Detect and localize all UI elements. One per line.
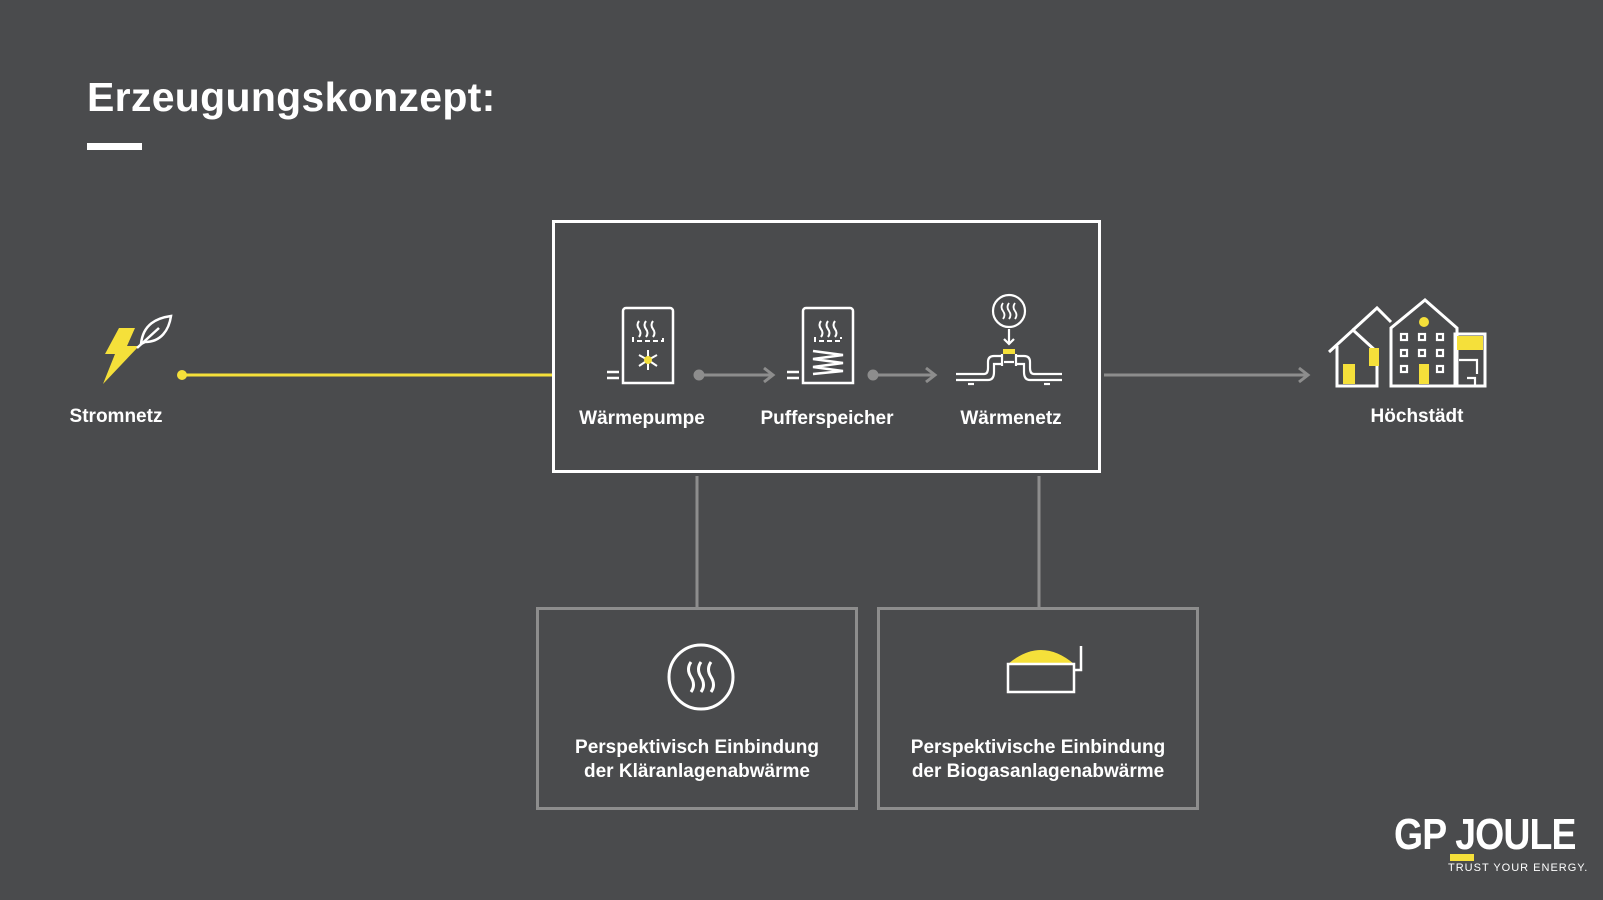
logo-accent-bar xyxy=(1450,854,1474,861)
destination-label: Höchstädt xyxy=(1370,406,1464,427)
buffer-tank-icon xyxy=(787,306,855,385)
heat-network-label: Wärmenetz xyxy=(960,408,1062,429)
stromnetz-label: Stromnetz xyxy=(69,406,163,427)
biogas-plant-icon xyxy=(1006,646,1083,694)
generation-box xyxy=(552,220,1101,473)
buffer-label: Pufferspeicher xyxy=(760,408,894,429)
town-icon xyxy=(1327,298,1487,388)
logo-wordmark: GP JOULE xyxy=(1394,810,1576,859)
lightning-leaf-icon xyxy=(103,314,173,384)
page-title: Erzeugungskonzept: xyxy=(87,74,496,120)
title-underline xyxy=(87,143,142,150)
heat-network-icon xyxy=(956,293,1062,386)
heat-pump-icon xyxy=(607,306,675,385)
wastewater-line1: Perspektivisch Einbindung xyxy=(575,737,819,758)
wastewater-heat-box: Perspektivisch Einbindung der Kläranlage… xyxy=(536,607,858,810)
heat-pump-label: Wärmepumpe xyxy=(579,408,705,429)
wastewater-line2: der Kläranlagenabwärme xyxy=(584,761,810,782)
biogas-line1: Perspektivische Einbindung xyxy=(910,737,1166,758)
heat-circle-icon xyxy=(667,643,735,711)
biogas-heat-box: Perspektivische Einbindung der Biogasanl… xyxy=(877,607,1199,810)
gp-joule-logo: GP JOULE TRUST YOUR ENERGY. xyxy=(1394,810,1589,875)
logo-tagline: TRUST YOUR ENERGY. xyxy=(1448,862,1589,874)
biogas-line2: der Biogasanlagenabwärme xyxy=(911,761,1165,782)
